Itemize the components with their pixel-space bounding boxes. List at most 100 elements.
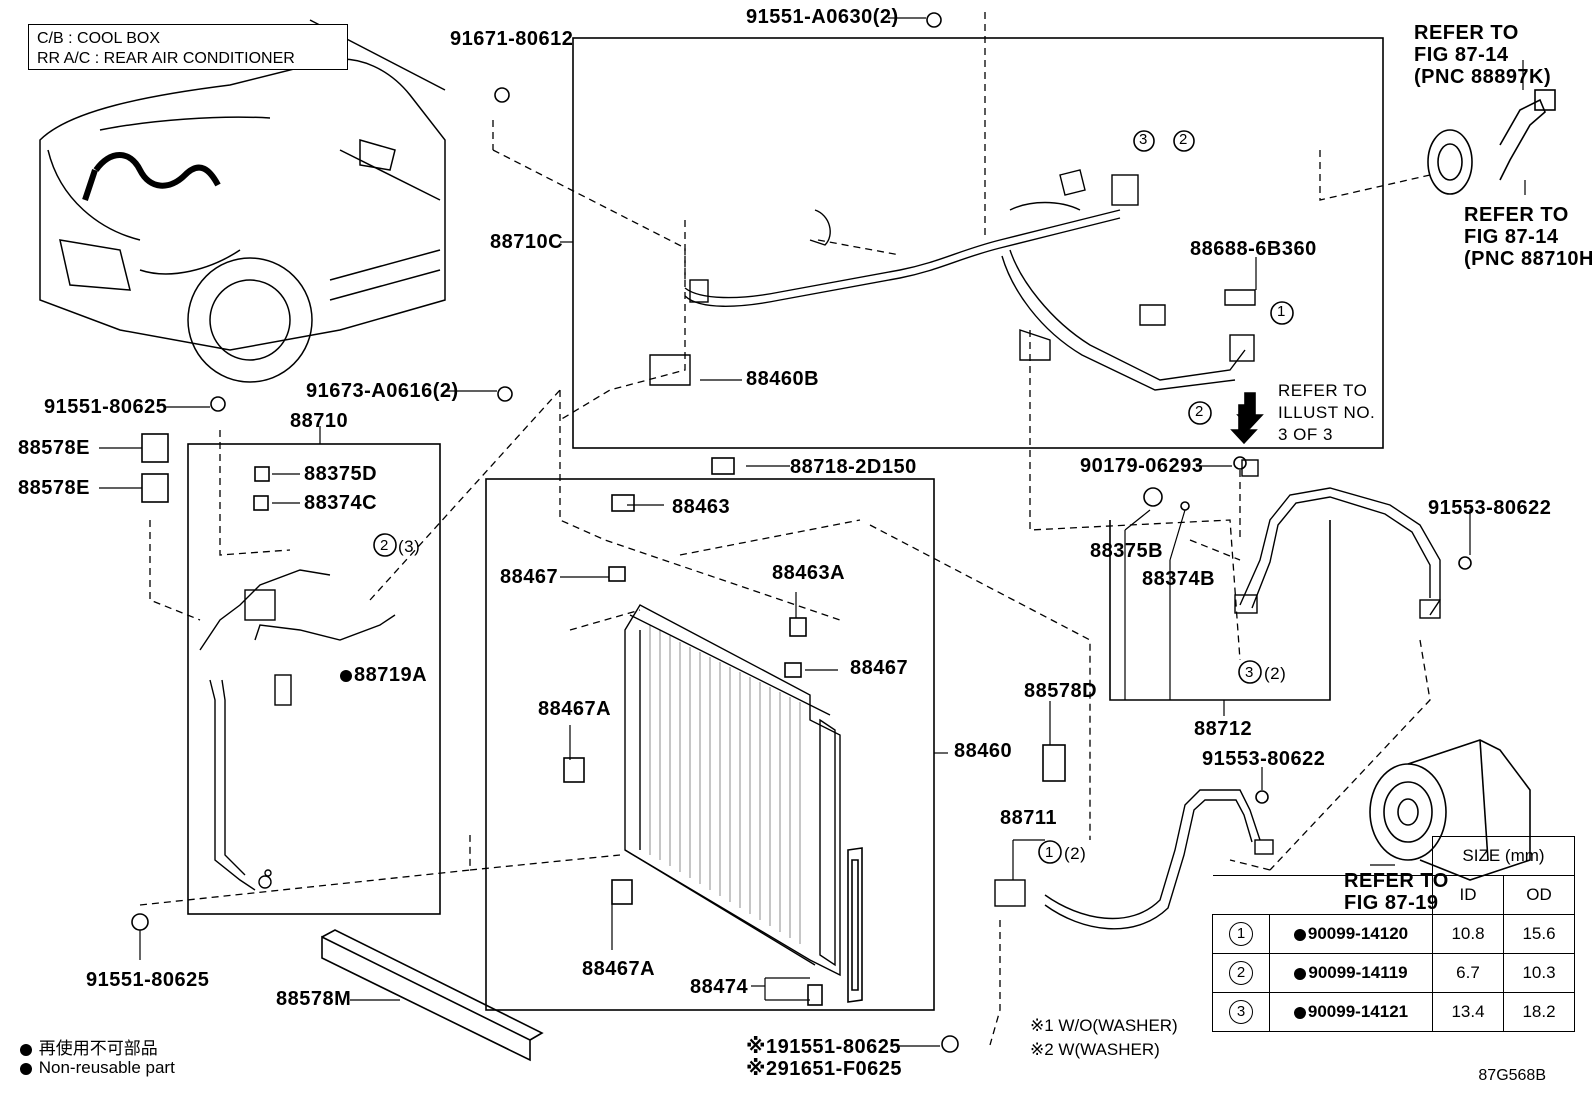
part-label-91551-A0630[interactable]: 91551-A0630(2) [746, 6, 899, 28]
nonreusable-jp-text: 再使用不可部品 [38, 1039, 158, 1058]
table-part-number[interactable]: 90099-14121 [1307, 1002, 1409, 1021]
oring-callouts [373, 130, 1294, 864]
part-label-91671-80612[interactable]: 91671-80612 [450, 28, 574, 50]
table-cell-od: 10.3 [1503, 953, 1575, 993]
part-label-88719A-text: 88719A [354, 664, 428, 686]
ref-line: 3 OF 3 [1278, 425, 1333, 444]
ref-line: ILLUST NO. [1278, 403, 1376, 422]
part-label-91673-A0616[interactable]: 91673-A0616(2) [306, 380, 459, 402]
part-label-88460B[interactable]: 88460B [746, 368, 820, 390]
part-label-88374B[interactable]: 88374B [1142, 568, 1216, 590]
non-reusable-dot-icon [20, 1062, 32, 1075]
frame-88460 [485, 478, 935, 1011]
figure-id: 87G568B [1478, 1067, 1546, 1084]
part-label-88578M[interactable]: 88578M [276, 988, 352, 1010]
oring-number-badge: 2 [1229, 961, 1253, 985]
part-label-88467A-lower[interactable]: 88467A [582, 958, 656, 980]
table-part-number[interactable]: 90099-14119 [1308, 963, 1408, 982]
note-without-washer: ※1 W/O(WASHER) [1030, 1016, 1178, 1035]
receiver-88474 [807, 847, 863, 1006]
bracket-88578M [321, 929, 544, 1062]
non-reusable-dot-icon [1294, 967, 1307, 980]
part-label-88711[interactable]: 88711 [1000, 807, 1058, 829]
frame-88710C [572, 37, 1384, 449]
oring-no-2-left: 2 [380, 537, 389, 554]
part-label-88578E-upper[interactable]: 88578E [18, 437, 90, 459]
bolts [131, 12, 1472, 1053]
part-label-88374C[interactable]: 88374C [304, 492, 378, 514]
ref-line: FIG 87-14 [1464, 226, 1559, 248]
oring-no-3-top: 3 [1139, 131, 1148, 148]
part-label-90179-06293[interactable]: 90179-06293 [1080, 455, 1204, 477]
arrows [1230, 392, 1264, 445]
oring-qty-3-left: (3) [398, 537, 421, 556]
part-label-91551-80625-bottom[interactable]: 91551-80625 [86, 969, 210, 991]
part-label-88719A[interactable]: 88719A [340, 664, 427, 687]
part-label-91553-80622-upper[interactable]: 91553-80622 [1428, 497, 1552, 519]
ref-line: REFER TO [1464, 204, 1569, 226]
oring-no-3-right: 3 [1245, 664, 1254, 681]
oring-no-2-mid: 2 [1195, 403, 1204, 420]
part-label-88467-left[interactable]: 88467 [500, 566, 559, 588]
part-label-88688-6B360[interactable]: 88688-6B360 [1190, 238, 1317, 260]
dashed-leaders [139, 12, 1431, 1046]
part-label-88474[interactable]: 88474 [690, 976, 749, 998]
top-right-parts [1427, 89, 1556, 195]
table-part-number[interactable]: 90099-14120 [1307, 924, 1409, 943]
part-label-88710[interactable]: 88710 [290, 410, 349, 432]
oring-no-2-top: 2 [1179, 131, 1188, 148]
ref-line: (PNC 88710H) [1464, 248, 1592, 270]
part-label-88710C[interactable]: 88710C [490, 231, 564, 253]
table-cell-id: 13.4 [1432, 992, 1504, 1032]
oring-number-badge: 1 [1229, 922, 1253, 946]
vehicle-illustration [39, 19, 446, 383]
part-label-91551-80625-washer[interactable]: ※191551-80625 [746, 1036, 901, 1058]
legend-line-cool-box: C/B : COOL BOX [37, 30, 160, 47]
part-label-88463[interactable]: 88463 [672, 496, 731, 518]
part-label-88375D[interactable]: 88375D [304, 463, 378, 485]
nonreusable-en-text: Non-reusable part [38, 1058, 175, 1077]
part-label-88463A[interactable]: 88463A [772, 562, 846, 584]
table-cell-od: 18.2 [1503, 992, 1575, 1032]
part-label-88460[interactable]: 88460 [954, 740, 1013, 762]
table-spacer [1212, 875, 1433, 915]
part-label-91553-80622-lower[interactable]: 91553-80622 [1202, 748, 1326, 770]
reference-fig-87-14-88710H[interactable]: REFER TO FIG 87-14 (PNC 88710H) [1464, 204, 1592, 270]
oring-no-1-lower: 1 [1045, 844, 1054, 861]
part-label-88578D[interactable]: 88578D [1024, 680, 1098, 702]
part-label-88467-right[interactable]: 88467 [850, 657, 909, 679]
table-row: 1 90099-14120 10.8 15.6 [1212, 914, 1575, 954]
part-label-88578E-lower[interactable]: 88578E [18, 477, 90, 499]
reference-illust-3-of-3[interactable]: REFER TO ILLUST NO. 3 OF 3 [1278, 380, 1375, 446]
tube-88710 [199, 569, 396, 891]
oring-no-1-top: 1 [1277, 303, 1286, 320]
table-header-size: SIZE (mm) [1432, 836, 1575, 876]
part-label-88467A-upper[interactable]: 88467A [538, 698, 612, 720]
non-reusable-dot-icon [1293, 928, 1306, 941]
table-row: 3 90099-14121 13.4 18.2 [1212, 992, 1575, 1032]
table-cell-id: 10.8 [1432, 914, 1504, 954]
part-label-88712[interactable]: 88712 [1194, 718, 1253, 740]
legend-line-rear-ac: RR A/C : REAR AIR CONDITIONER [37, 50, 295, 67]
part-label-88718-2D150[interactable]: 88718-2D150 [790, 456, 917, 478]
reference-fig-87-14-88897K[interactable]: REFER TO FIG 87-14 (PNC 88897K) [1414, 22, 1551, 88]
frame-88712 [1109, 520, 1331, 701]
part-label-88375B[interactable]: 88375B [1090, 540, 1164, 562]
non-reusable-dot-icon [340, 669, 352, 682]
frame-88710 [187, 443, 441, 915]
part-label-91551-80625-top[interactable]: 91551-80625 [44, 396, 168, 418]
condenser-88460 [624, 604, 841, 977]
ref-line: FIG 87-14 [1414, 44, 1509, 66]
abbreviation-legend: C/B : COOL BOX RR A/C : REAR AIR CONDITI… [28, 24, 348, 70]
condenser-fins [649, 625, 801, 944]
table-header-od: OD [1503, 875, 1575, 915]
part-label-91651-F0625[interactable]: ※291651-F0625 [746, 1058, 903, 1080]
table-row: 2 90099-14119 6.7 10.3 [1212, 953, 1575, 993]
oring-qty-2-lower: (2) [1064, 844, 1087, 863]
oring-size-table: SIZE (mm) ID OD 1 90099-14120 10.8 15.6 … [1212, 836, 1575, 1032]
nonreusable-legend-jp: 再使用不可部品 [20, 1034, 158, 1059]
ref-line: REFER TO [1278, 381, 1368, 400]
oring-qty-2-right: (2) [1264, 664, 1287, 683]
table-cell-id: 6.7 [1432, 953, 1504, 993]
